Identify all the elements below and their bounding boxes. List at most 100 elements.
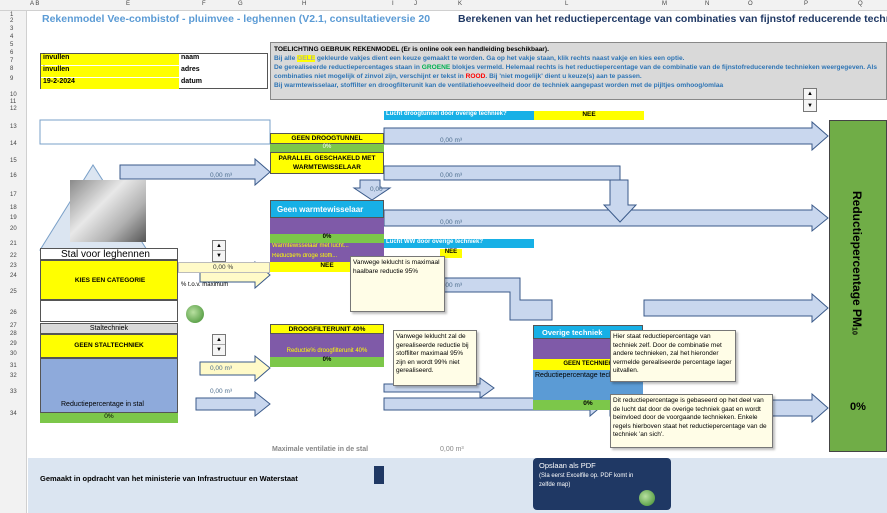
staltechniek-spinner[interactable]: ▲▼ bbox=[212, 334, 226, 356]
row-number[interactable]: 33 bbox=[10, 389, 17, 395]
droogfilter-purple bbox=[270, 334, 384, 348]
droogfilter-pct: 0% bbox=[270, 357, 384, 367]
row-number[interactable]: 8 bbox=[10, 66, 14, 72]
row-number[interactable]: 29 bbox=[10, 341, 17, 347]
row-number[interactable]: 34 bbox=[10, 411, 17, 417]
adres-field[interactable]: invullen bbox=[41, 66, 179, 77]
droogfilter-label: Reductie% droogfilterunit 40% bbox=[270, 348, 384, 357]
ww-question: Lucht WW door overige techniek? bbox=[384, 239, 534, 248]
footer: Gemaakt in opdracht van het ministerie v… bbox=[28, 458, 887, 513]
row-number[interactable]: 22 bbox=[10, 253, 17, 259]
down-arrow-icon[interactable]: ▼ bbox=[216, 347, 222, 353]
ministry-logo-icon bbox=[374, 466, 384, 484]
datum-field[interactable]: 19-2-2024 bbox=[41, 78, 179, 89]
row-number[interactable]: 6 bbox=[10, 50, 14, 56]
row-number[interactable]: 20 bbox=[10, 226, 17, 232]
row-number[interactable]: 25 bbox=[10, 289, 17, 295]
result-panel: Reductiepercentage PM10 0% bbox=[829, 120, 887, 452]
warmtewisselaar-nee[interactable]: NEE bbox=[270, 262, 384, 272]
col-o[interactable]: O bbox=[748, 1, 753, 7]
stal-pct-suffix: % t.o.v. maximum bbox=[181, 282, 229, 288]
instructions-heading: TOELICHTING GEBRUIK REKENMODEL (Er is on… bbox=[274, 46, 549, 53]
col-i[interactable]: I bbox=[392, 1, 394, 7]
row-number[interactable]: 18 bbox=[10, 205, 17, 211]
col-ab[interactable]: A B bbox=[30, 1, 40, 7]
overige-pct: 0% bbox=[533, 400, 643, 410]
row-number[interactable]: 21 bbox=[10, 241, 17, 247]
col-k[interactable]: K bbox=[458, 1, 463, 7]
droogtunnel-title[interactable]: GEEN DROOGTUNNEL bbox=[270, 133, 384, 144]
row-number[interactable]: 17 bbox=[10, 192, 17, 198]
row-number[interactable]: 27 bbox=[10, 323, 17, 329]
naam-field[interactable]: invullen bbox=[41, 54, 179, 65]
row-number[interactable]: 5 bbox=[10, 42, 14, 48]
save-pdf-note: (Sla eerst Excelfile op. PDF komt in zel… bbox=[539, 473, 634, 488]
title-left: Rekenmodel Vee-combistof - pluimvee - le… bbox=[42, 13, 431, 25]
stal-spinner[interactable]: ▲▼ bbox=[212, 240, 226, 262]
parallel-selection[interactable]: PARALLEL GESCHAKELD MET WARMTEWISSELAAR bbox=[270, 152, 384, 174]
row-number[interactable]: 23 bbox=[10, 263, 17, 269]
warmtewisselaar-label: Warmtewisselaar met lucht... bbox=[270, 243, 384, 253]
scroll-down-arrow-icon[interactable]: ▼ bbox=[807, 102, 813, 109]
row-number[interactable]: 24 bbox=[10, 273, 17, 279]
row-number[interactable]: 11 bbox=[10, 99, 17, 105]
col-p[interactable]: P bbox=[804, 1, 809, 7]
col-j[interactable]: J bbox=[414, 1, 417, 7]
scroll-up-arrow-icon[interactable]: ▲ bbox=[804, 89, 816, 100]
row-number[interactable]: 31 bbox=[10, 363, 17, 369]
droogfilter-title[interactable]: DROOGFILTERUNIT 40% bbox=[270, 324, 384, 334]
col-f[interactable]: F bbox=[202, 1, 206, 7]
staltechniek-select[interactable]: GEEN STALTECHNIEK bbox=[40, 334, 178, 358]
flow-value-5: 0,00 m³ bbox=[440, 219, 463, 226]
col-q[interactable]: Q bbox=[858, 1, 863, 7]
result-label: Reductiepercentage PM10 bbox=[850, 191, 864, 335]
flow-value-2: 0,00 m³ bbox=[440, 137, 463, 144]
warmtewisselaar-title[interactable]: Geen warmtewisselaar bbox=[270, 200, 384, 218]
warmtewisselaar-block: Geen warmtewisselaar 0% Warmtewisselaar … bbox=[270, 200, 384, 288]
note-techniek-zelf: Hier staat reductiepercentage van techni… bbox=[610, 330, 736, 382]
up-arrow-icon[interactable]: ▲ bbox=[213, 335, 225, 345]
warmtewisselaar-droge-label: Reductie% droge stoffi... bbox=[270, 253, 384, 262]
stal-category[interactable]: KIES EEN CATEGORIE bbox=[40, 260, 178, 300]
col-g[interactable]: G bbox=[238, 1, 243, 7]
save-pdf-title: Opslaan als PDF bbox=[539, 461, 596, 470]
droogtunnel-question-value[interactable]: NEE bbox=[534, 111, 644, 120]
stal-pct-box: 0,00 % bbox=[178, 262, 270, 273]
row-number[interactable]: 7 bbox=[10, 58, 14, 64]
col-l[interactable]: L bbox=[565, 1, 569, 7]
row-number[interactable]: 28 bbox=[10, 331, 17, 337]
row-number[interactable]: 13 bbox=[10, 124, 17, 130]
row-number[interactable]: 9 bbox=[10, 76, 14, 82]
instructions-scroll-spinner[interactable]: ▲ ▼ bbox=[803, 88, 817, 112]
col-h[interactable]: H bbox=[302, 1, 307, 7]
refresh-icon[interactable] bbox=[186, 305, 204, 323]
chicken-photo bbox=[70, 180, 146, 242]
col-n[interactable]: N bbox=[705, 1, 710, 7]
row-number[interactable]: 4 bbox=[10, 34, 14, 40]
warmtewisselaar-purple bbox=[270, 218, 384, 234]
save-pdf-button[interactable]: Opslaan als PDF (Sla eerst Excelfile op.… bbox=[533, 458, 671, 510]
col-e[interactable]: E bbox=[126, 1, 131, 7]
col-m[interactable]: M bbox=[662, 1, 667, 7]
row-number[interactable]: 1 bbox=[10, 12, 14, 18]
row-number[interactable]: 16 bbox=[10, 173, 17, 179]
down-arrow-icon[interactable]: ▼ bbox=[216, 253, 222, 259]
row-number[interactable]: 2 bbox=[10, 18, 14, 24]
max-vent-label: Maximale ventilatie in de stal bbox=[272, 446, 369, 453]
row-number[interactable]: 15 bbox=[10, 158, 17, 164]
row-number[interactable]: 30 bbox=[10, 351, 17, 357]
droogtunnel-pct: 0% bbox=[270, 144, 384, 152]
ww-question-value[interactable]: NEE bbox=[440, 249, 462, 258]
row-number[interactable]: 3 bbox=[10, 26, 14, 32]
up-arrow-icon[interactable]: ▲ bbox=[213, 241, 225, 251]
row-number[interactable]: 26 bbox=[10, 310, 17, 316]
row-number[interactable]: 14 bbox=[10, 141, 17, 147]
instructions-line2: De gerealiseerde reductiepercentages sta… bbox=[274, 64, 877, 80]
title-right: Berekenen van het reductiepercentage van… bbox=[458, 13, 887, 25]
row-number[interactable]: 32 bbox=[10, 373, 17, 379]
overige-geen[interactable]: GEEN TECHNIEK bbox=[533, 359, 643, 370]
row-number[interactable]: 12 bbox=[10, 106, 17, 112]
row-number[interactable]: 19 bbox=[10, 215, 17, 221]
row-number[interactable]: 10 bbox=[10, 92, 17, 98]
